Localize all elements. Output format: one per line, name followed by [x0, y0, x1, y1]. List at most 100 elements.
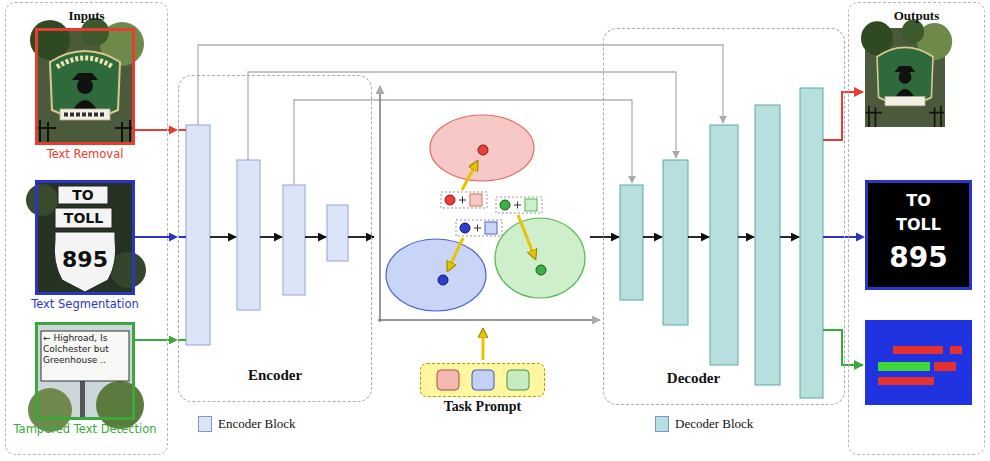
flow-arrow: [688, 236, 709, 238]
pair-box: [456, 220, 502, 236]
feature-dot: [445, 195, 455, 205]
input-lead: [178, 129, 186, 131]
plus-symbol: [514, 202, 521, 209]
decoder-block: [755, 105, 780, 385]
sign-plate: [41, 331, 129, 381]
flow-arrow: [260, 236, 282, 238]
skip-line: [198, 45, 723, 125]
photo: [861, 20, 952, 127]
prompt-square: [472, 370, 494, 390]
prompt-square: [470, 194, 482, 206]
output-arrow: [823, 330, 863, 365]
node-text: ← Highroad, Is Colchester but Greenhouse…: [43, 333, 127, 366]
photo-lettering: [64, 113, 106, 117]
flow-arrow: [780, 236, 799, 238]
arrow-head: [169, 233, 178, 242]
output-arrow: [823, 92, 863, 140]
input-image: Text Removal: [35, 28, 135, 145]
node-text: Encoder: [179, 366, 371, 384]
task-prompt-box: Task Prompt: [420, 363, 545, 397]
flow-arrow: [210, 236, 236, 238]
node-text: Decoder: [656, 369, 731, 387]
prompt-square: [485, 222, 497, 234]
flow-arrow: [305, 236, 326, 238]
input-image: TOTOLL895Text Segmentation: [35, 180, 135, 295]
node-text: 895: [55, 245, 115, 275]
node-text: TOLL: [868, 215, 969, 235]
legend-swatch: [198, 416, 212, 432]
shift-arrow: [448, 238, 463, 270]
prompt-square: [437, 370, 459, 390]
axis: [379, 86, 381, 322]
flow-arrow: [590, 236, 619, 238]
region-bar: [934, 362, 956, 371]
node-text: Text Removal: [47, 147, 124, 161]
connector: [135, 339, 170, 341]
connector: [135, 236, 170, 238]
feature-dot: [500, 200, 510, 210]
outputs-panel: OutputsTOTOLL895: [848, 2, 985, 455]
node-text: Text Segmentation: [31, 297, 139, 311]
decoder-block: [710, 125, 738, 365]
sign-post: [80, 381, 85, 420]
output-lead: [823, 236, 846, 238]
pair-box: [441, 192, 487, 208]
flow-arrow: [348, 236, 374, 238]
input-image: ← Highroad, Is Colchester but Greenhouse…: [35, 322, 135, 420]
photo: [26, 184, 58, 216]
legend-swatch: [655, 416, 669, 432]
axis: [378, 319, 600, 321]
inputs-panel: InputsText RemovalTOTOLL895Text Segmenta…: [5, 2, 168, 455]
output-image: TO TOLL 895: [865, 180, 972, 290]
encoder-block: [186, 125, 210, 345]
feature-dot: [536, 265, 546, 275]
sign-shield: [54, 232, 115, 292]
decoder-blocks: [620, 88, 823, 398]
latent-space: [378, 86, 600, 360]
arrow-head: [169, 336, 178, 345]
input-lead: [178, 236, 186, 238]
arrow-head: [856, 233, 865, 242]
feature-dot: [438, 275, 448, 285]
decoder-block: [620, 185, 643, 300]
connector: [845, 236, 857, 238]
skip-line: [294, 100, 632, 185]
region-bar: [878, 377, 934, 385]
photo-lettering: [57, 58, 113, 67]
photo: [861, 20, 952, 127]
decoder-block: [663, 160, 688, 325]
decoder-block: [800, 88, 823, 398]
encoder-blocks: [186, 125, 348, 345]
shift-arrow: [462, 162, 477, 190]
node-text: TO: [868, 191, 969, 211]
node-text: TO: [58, 186, 108, 204]
node-text: 895: [868, 241, 969, 275]
task-cluster: [495, 218, 585, 298]
encoder-block: [283, 185, 305, 295]
plus-symbol: [459, 197, 466, 204]
legend-text: Decoder Block: [675, 416, 753, 432]
task-cluster: [386, 239, 486, 311]
plus-symbol: [474, 225, 481, 232]
task-cluster: [430, 115, 534, 181]
detection-regions: [878, 346, 962, 385]
encoder-block: [237, 160, 260, 310]
feature-dot: [478, 145, 488, 155]
photo: [96, 381, 144, 429]
decoder-box: Decoder: [603, 28, 845, 405]
prompt-square: [525, 199, 537, 211]
region-bar: [893, 346, 943, 354]
prompt-fill: [420, 363, 545, 397]
shift-arrow: [482, 330, 485, 360]
node-text: Tampered Text Detection: [13, 422, 156, 436]
pair-box: [496, 197, 542, 213]
arrow-head: [169, 126, 178, 135]
feature-dot: [460, 223, 470, 233]
input-lead: [178, 339, 186, 341]
node-text: Task Prompt: [444, 399, 521, 415]
sign-plate: [55, 208, 112, 228]
node-text: TOLL: [55, 208, 112, 228]
